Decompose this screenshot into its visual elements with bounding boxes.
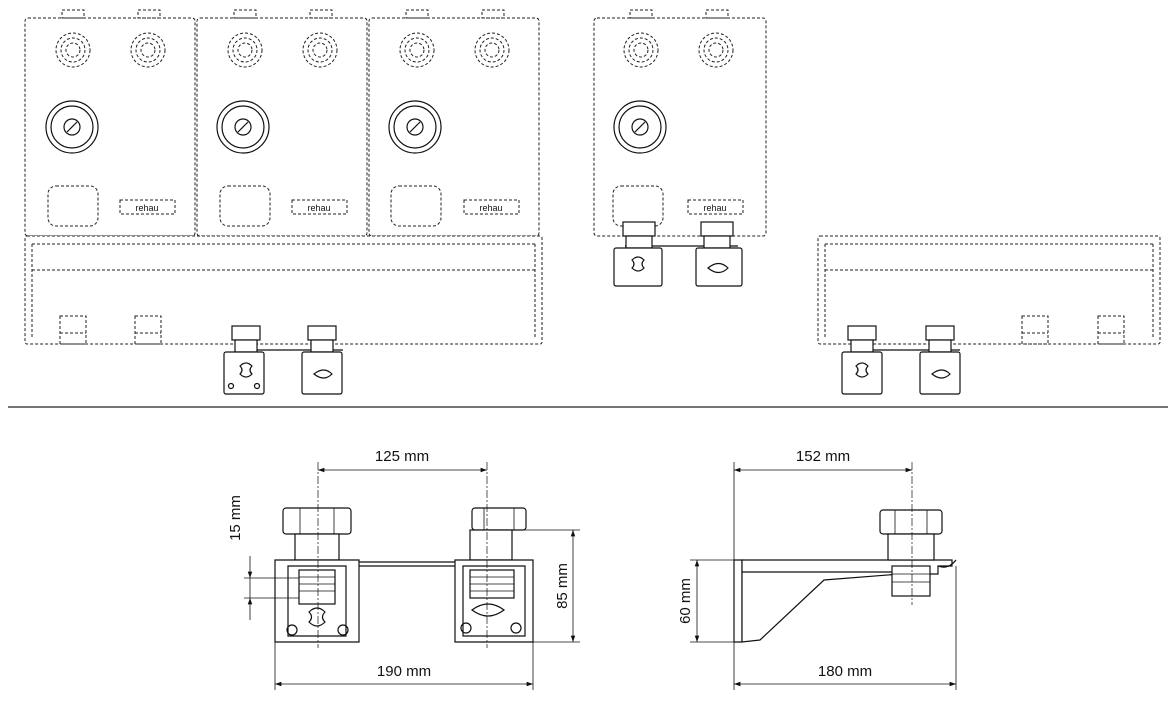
base-housing-left xyxy=(24,235,543,345)
bracket-front-view: 125 mm 15 mm 85 mm 190 mm xyxy=(227,448,580,690)
module-2: rehau xyxy=(196,9,368,237)
module-3-label: rehau xyxy=(479,203,502,213)
base-housing-right xyxy=(817,235,1161,395)
module-2-label: rehau xyxy=(307,203,330,213)
dim-180-label: 180 mm xyxy=(818,663,872,680)
module-3: rehau xyxy=(368,9,540,237)
dim-190-label: 190 mm xyxy=(377,663,431,680)
bracket-small-1 xyxy=(223,325,343,395)
three-module-assembly: rehau rehau rehau xyxy=(24,9,543,395)
single-module-assembly: rehau xyxy=(593,9,767,287)
dim-60-label: 60 mm xyxy=(677,578,694,624)
module-1-label: rehau xyxy=(135,203,158,213)
module-4-label: rehau xyxy=(703,203,726,213)
dim-152-label: 152 mm xyxy=(796,448,850,465)
module-1: rehau xyxy=(24,9,196,237)
dim-85-label: 85 mm xyxy=(554,563,571,609)
bracket-side-view: 152 mm 60 mm 180 mm xyxy=(677,448,957,690)
dim-15-label: 15 mm xyxy=(227,495,244,541)
dim-125-label: 125 mm xyxy=(375,448,429,465)
